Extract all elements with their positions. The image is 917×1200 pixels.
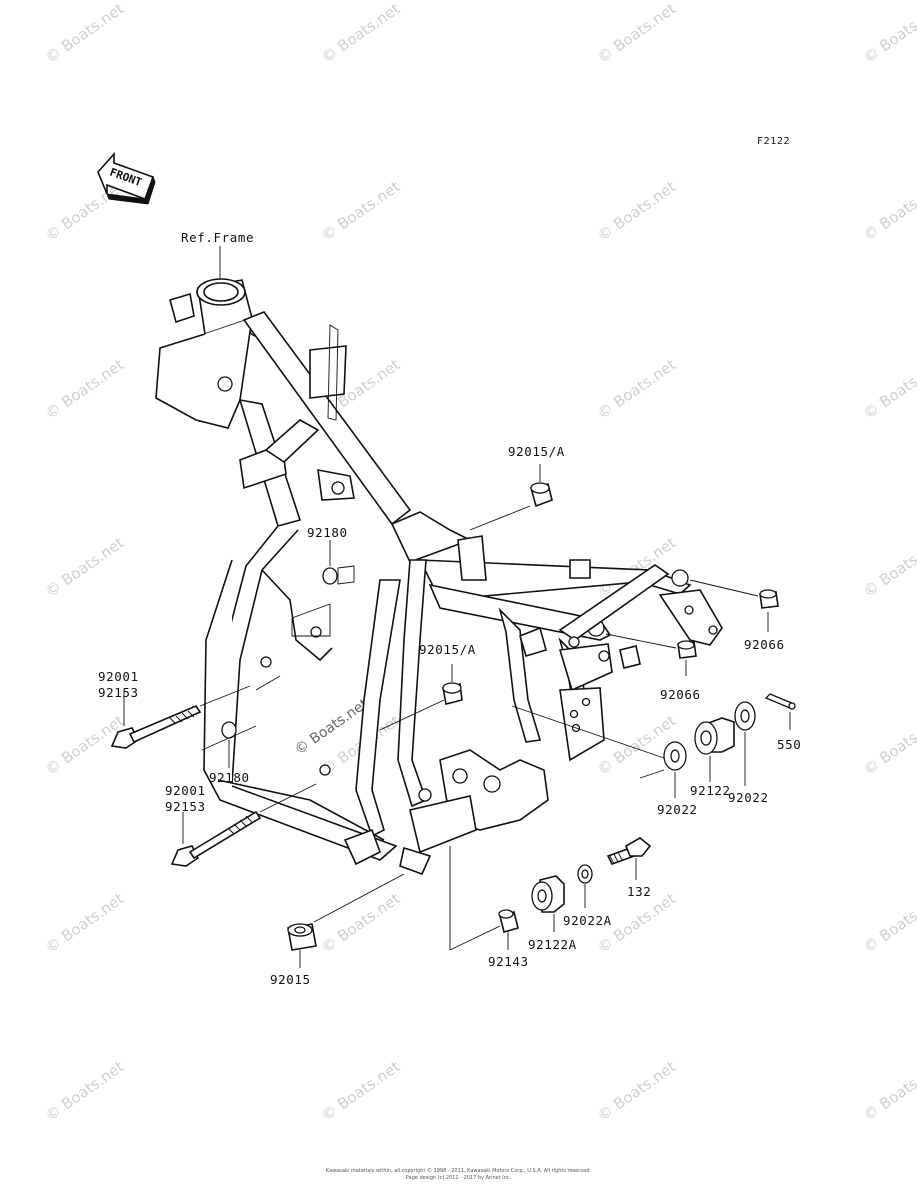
part-label-92015A-lower[interactable]: 92015/A [419, 642, 476, 657]
part-label-92022-right[interactable]: 92022 [728, 790, 769, 805]
diagram-code: F2122 [757, 136, 791, 147]
part-92022-washer-right [734, 701, 756, 731]
front-arrow-icon: FRONT [97, 151, 156, 205]
part-92122A-bushing [531, 875, 565, 913]
part-label-550[interactable]: 550 [777, 737, 802, 752]
footer-copyright: Kawasaki materials within, all copyright… [325, 1168, 592, 1174]
part-label-92001-upper[interactable]: 92001 [98, 669, 139, 684]
part-label-132[interactable]: 132 [627, 884, 652, 899]
part-label-92066-upper[interactable]: 92066 [744, 637, 785, 652]
part-92066-lower [677, 640, 697, 659]
part-label-92153-lower[interactable]: 92153 [165, 799, 206, 814]
part-label-92015A-upper[interactable]: 92015/A [508, 444, 565, 459]
footer-design: Page design (c) 2011 - 2017 by Arinet In… [405, 1175, 512, 1181]
part-label-92153-upper[interactable]: 92153 [98, 685, 139, 700]
part-label-92122A[interactable]: 92122A [528, 937, 577, 952]
part-92015A-lower [442, 682, 463, 705]
part-label-92180-lower[interactable]: 92180 [209, 770, 250, 785]
part-92122-bushing [694, 717, 735, 755]
part-label-92143[interactable]: 92143 [488, 954, 529, 969]
part-92022A-washer [577, 864, 593, 884]
part-550-cotter-pin [764, 693, 796, 710]
bolt-92001-lower [170, 810, 262, 867]
bolt-92001-upper [110, 705, 202, 749]
part-label-92122[interactable]: 92122 [690, 783, 731, 798]
part-92180-lower [201, 675, 281, 751]
part-label-92015[interactable]: 92015 [270, 972, 311, 987]
part-92015-nut [287, 923, 317, 951]
part-label-92001-lower[interactable]: 92001 [165, 783, 206, 798]
motorcycle-frame [155, 278, 723, 876]
part-label-92066-lower[interactable]: 92066 [660, 687, 701, 702]
part-92015A-upper [530, 482, 553, 508]
part-label-92180-upper[interactable]: 92180 [307, 525, 348, 540]
part-92180-upper [291, 565, 355, 637]
part-label-92022-left[interactable]: 92022 [657, 802, 698, 817]
bolt-132 [606, 837, 652, 865]
part-92143-collar [498, 909, 519, 933]
part-92066-upper [759, 589, 779, 609]
ref-frame-label: Ref.Frame [181, 230, 255, 245]
part-label-92022A[interactable]: 92022A [563, 913, 612, 928]
part-92022-washer-left [663, 741, 687, 771]
